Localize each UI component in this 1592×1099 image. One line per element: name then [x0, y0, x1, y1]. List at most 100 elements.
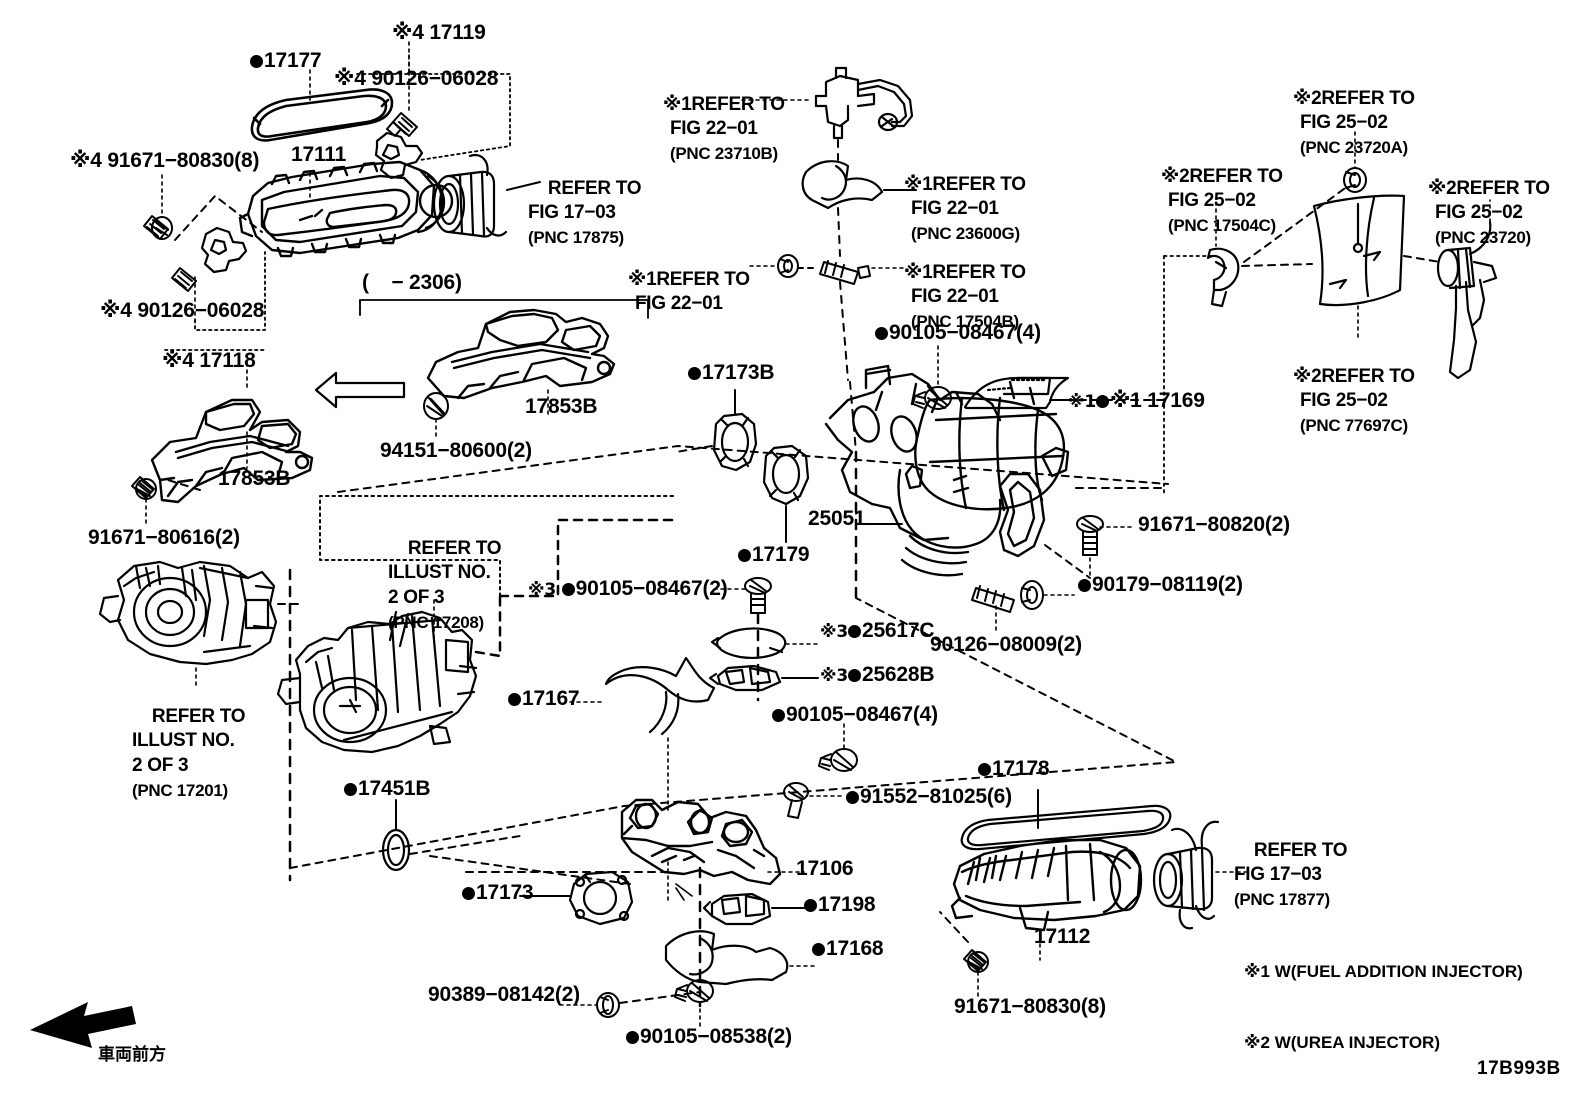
part-17112-pipe — [950, 838, 1143, 932]
label-17853B-left: 17853B — [218, 467, 291, 490]
label-17173: 17173 — [462, 882, 534, 903]
part-25617C-gasket — [710, 627, 787, 659]
refer-fig25-02-17504C[interactable]: ※2REFER TO FIG 25−02 (PNC 17504C) — [1160, 165, 1283, 236]
label-90105-08538: 90105−08538(2) — [626, 1026, 792, 1047]
part-17111-manifold — [238, 160, 454, 258]
label-17853B-right: 17853B — [525, 395, 598, 418]
legend-note-2: ※2 W(UREA INJECTOR) — [1244, 1032, 1440, 1052]
grouping-box-17118 — [194, 251, 266, 331]
part-17504B-bolt — [819, 260, 871, 285]
grouping-box-17119 — [356, 73, 511, 161]
part-90105-08467-top-bolt — [912, 386, 952, 410]
part-90126-06028-left-bolt — [171, 267, 197, 292]
refer-fig22-01-23600G[interactable]: ※1REFER TO FIG 22−01 (PNC 23600G) — [903, 173, 1026, 244]
label-17118: ※4 17118 — [162, 349, 256, 372]
vehicle-front-arrow-icon — [30, 1002, 136, 1048]
label-17169: ※1※1 17169 — [1068, 389, 1205, 412]
label-91671-80830-left: ※4 91671−80830(8) — [70, 149, 260, 172]
part-17853B-left — [150, 398, 314, 504]
refer-fig25-02-23720A[interactable]: ※2REFER TO FIG 25−02 (PNC 23720A) — [1292, 87, 1415, 158]
guide-lower-plane — [289, 597, 1177, 869]
label-17179: 17179 — [738, 544, 810, 565]
label-17198: 17198 — [804, 894, 876, 915]
label-94151-80600: 94151−80600(2) — [380, 439, 532, 462]
part-90126-06028-top-bolt — [386, 112, 418, 137]
part-90126-08009-stud — [971, 585, 1015, 613]
part-91671-80830-bolt-left — [143, 215, 173, 240]
label-17119: ※4 17119 — [392, 21, 486, 44]
refer-fig17-03-17877[interactable]: REFER TO FIG 17−03 (PNC 17877) — [1234, 839, 1348, 910]
label-90105-08467-top: 90105−08467(4) — [875, 322, 1041, 343]
refer-illust-17201[interactable]: REFER TO ILLUST NO. 2 OF 3 (PNC 17201) — [132, 705, 246, 800]
vehicle-front-side-label: 車両前方 VEHICLE FRONT SIDE — [98, 1000, 279, 1099]
part-17201-turbo — [98, 560, 278, 666]
label-17106: 17106 — [796, 857, 854, 880]
label-17111: 17111 — [291, 143, 347, 166]
label-90126-08009: 90126−08009(2) — [930, 633, 1082, 656]
part-91671-80616-bolt — [131, 476, 157, 500]
label-date-bracket-2306: ( − 2306) — [362, 271, 462, 294]
part-17119-bracket — [374, 131, 424, 180]
part-17179-gasket — [762, 444, 810, 506]
label-91671-80820: 91671−80820(2) — [1138, 513, 1290, 536]
part-23720-injector — [1436, 220, 1498, 380]
legend-note-1: ※1 W(FUEL ADDITION INJECTOR) — [1244, 961, 1523, 981]
part-90389-08142-collar — [596, 992, 620, 1018]
label-90105-08467-mid: 90105−08467(4) — [772, 704, 938, 725]
label-17451B: 17451B — [344, 778, 431, 799]
label-17177: 17177 — [250, 50, 322, 71]
part-90179-08119-washer — [1020, 580, 1044, 610]
label-25051: 25051 — [808, 507, 866, 530]
part-25628B-gasket — [708, 664, 782, 692]
refer-fig25-02-23720[interactable]: ※2REFER TO FIG 25−02 (PNC 23720) — [1427, 177, 1550, 248]
move-arrow-icon — [314, 371, 406, 409]
refer-fig22-01-23710B[interactable]: ※1REFER TO FIG 22−01 (PNC 23710B) — [662, 93, 785, 164]
label-17173B: 17173B — [688, 362, 775, 383]
assembly-dash-pump — [498, 518, 678, 598]
nonreusable-dot-icon — [250, 55, 263, 68]
part-17853B-right — [426, 308, 616, 400]
part-90105-08467-2-bolt — [744, 577, 772, 614]
refer-fig17-03-17875[interactable]: REFER TO FIG 17−03 (PNC 17875) — [528, 177, 642, 248]
part-90105-08538-bolt — [674, 979, 714, 1003]
part-17198-gasket — [702, 892, 772, 926]
part-left-bracket — [200, 226, 248, 274]
part-91671-80830-bolt-bottom — [963, 949, 989, 973]
refer-illust-17208[interactable]: REFER TO ILLUST NO. 2 OF 3 (PNC 17208) — [388, 537, 502, 632]
label-90126-06028-left: ※4 90126−06028 — [100, 299, 265, 322]
label-17167: 17167 — [508, 688, 580, 709]
part-17504C-clamp — [1206, 247, 1240, 308]
part-17167-insulator — [604, 656, 716, 736]
part-77697C-panel — [1312, 194, 1406, 307]
part-17169-heatshield — [963, 376, 1070, 410]
refer-fig25-02-77697C[interactable]: ※2REFER TO FIG 25−02 (PNC 77697C) — [1292, 365, 1415, 436]
legend-notes: ※1 W(FUEL ADDITION INJECTOR) ※2 W(UREA I… — [1244, 912, 1523, 1099]
label-91671-80616: 91671−80616(2) — [88, 526, 240, 549]
vehicle-front-jp: 車両前方 — [98, 1045, 166, 1066]
part-17208-pump — [276, 610, 478, 754]
part-91552-81025-bolt — [783, 782, 809, 819]
refer-fig22-01-17504B[interactable]: ※1REFER TO FIG 22−01 (PNC 17504B) — [903, 261, 1026, 332]
label-17112: 17112 — [1034, 925, 1091, 948]
label-90105-08467-2: ※3 90105−08467(2) — [528, 577, 728, 600]
figure-code: 17B993B — [1477, 1058, 1561, 1079]
part-17173B-gasket — [712, 412, 758, 472]
part-17178-gasket — [960, 804, 1172, 851]
label-91552-81025: 91552−81025(6) — [846, 786, 1012, 807]
label-91671-80830-bottom: 91671−80830(8) — [954, 995, 1106, 1018]
part-90105-08467-mid-bolt — [818, 748, 858, 772]
label-90179-08119: 90179−08119(2) — [1078, 574, 1243, 595]
part-17875-clamp — [432, 153, 508, 238]
guide-upper-plane — [337, 445, 1169, 493]
part-17168-insulator — [664, 930, 789, 986]
part-23600G-insulator — [801, 160, 884, 210]
refer-fig22-01-left[interactable]: ※1REFER TO FIG 22−01 — [627, 268, 750, 315]
part-17504B-collar — [777, 254, 799, 278]
label-90389-08142: 90389−08142(2) — [428, 983, 580, 1006]
part-25051-turbocharger — [824, 364, 1070, 577]
part-91671-80820-bolt — [1076, 515, 1104, 556]
